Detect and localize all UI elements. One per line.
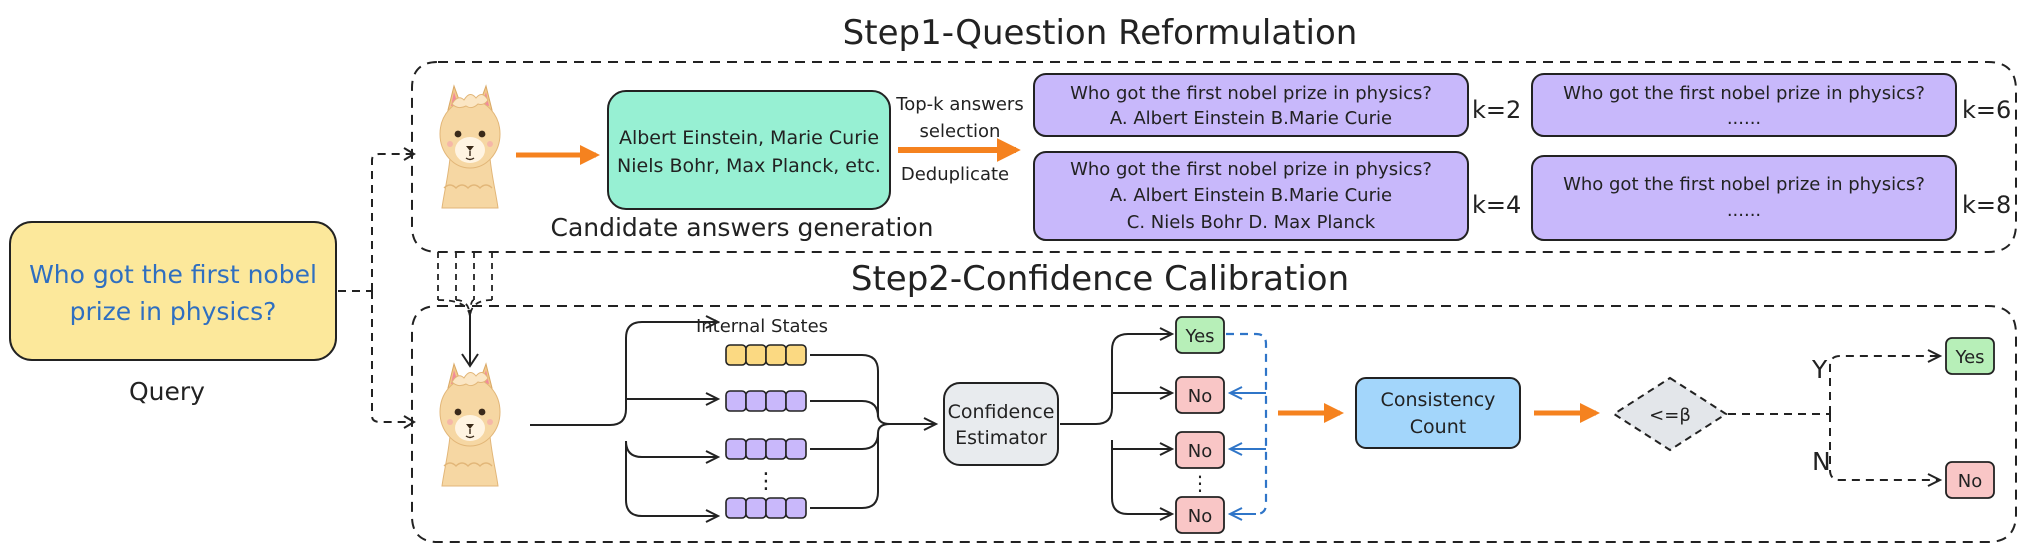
estimator-line2: Estimator xyxy=(955,427,1047,449)
internal-state-row xyxy=(725,390,807,412)
arrowhead xyxy=(403,147,416,161)
reformulation-connector xyxy=(437,252,493,319)
decision-diamond xyxy=(1612,376,1728,452)
reform-k2-line2: A. Albert Einstein B.Marie Curie xyxy=(1110,108,1392,129)
final-badge-no xyxy=(1945,461,1995,499)
answer-text: Yes xyxy=(1184,326,1214,347)
arrowhead xyxy=(1159,386,1175,400)
reform-k6-line1: Who got the first nobel prize in physics… xyxy=(1563,83,1925,104)
fanin-connector xyxy=(810,354,934,509)
arrowhead xyxy=(705,450,721,464)
step2-title: Step2-Confidence Calibration xyxy=(851,259,1349,299)
answer-badge-yes xyxy=(1175,316,1225,354)
answer-badge-no xyxy=(1175,376,1225,414)
dedup-label: Deduplicate xyxy=(901,164,1009,185)
arrowhead xyxy=(1159,507,1175,521)
arrowhead xyxy=(1159,442,1175,456)
llama-icon xyxy=(439,363,501,487)
internal-states-vdots: ⋮ xyxy=(755,469,777,494)
candidates-line1: Albert Einstein, Marie Curie xyxy=(619,127,879,149)
reform-k2-line1: Who got the first nobel prize in physics… xyxy=(1070,83,1432,104)
arrowhead xyxy=(1159,327,1175,341)
consistency-line2: Count xyxy=(1410,416,1466,438)
internal-states-label: Internal States xyxy=(696,316,828,337)
fanout-connector xyxy=(530,321,716,517)
arrowhead xyxy=(705,509,721,523)
consistency-count-box xyxy=(1355,377,1521,449)
arrowhead xyxy=(1927,473,1943,487)
candidates-line2: Niels Bohr, Max Planck, etc. xyxy=(617,155,881,177)
answer-text: No xyxy=(1188,441,1212,462)
reform-k4-line1: Who got the first nobel prize in physics… xyxy=(1070,159,1432,180)
internal-state-row xyxy=(725,438,807,460)
blue-arrow xyxy=(1227,386,1266,400)
blue-arrow xyxy=(1227,442,1266,456)
candidates-box xyxy=(607,90,891,210)
final-badge-yes xyxy=(1945,337,1995,375)
estimator-fanout xyxy=(1060,333,1170,515)
query-connector xyxy=(338,153,412,423)
arrowhead xyxy=(923,417,939,431)
reformulated-box-k6 xyxy=(1531,73,1957,137)
branch-y-label: Y xyxy=(1811,355,1828,384)
final-yes-text: Yes xyxy=(1954,347,1984,368)
reformulated-box-k2 xyxy=(1033,73,1469,137)
answer-text: No xyxy=(1188,506,1212,527)
blue-arrow xyxy=(1227,507,1256,521)
answer-badge-no xyxy=(1175,496,1225,534)
reform-k8-line1: Who got the first nobel prize in physics… xyxy=(1563,174,1925,195)
query-line2: prize in physics? xyxy=(70,297,277,326)
k4-label: k=4 xyxy=(1472,191,1521,219)
reform-k8-line2: ...... xyxy=(1727,200,1761,221)
answers-vdots: ⋮ xyxy=(1190,471,1210,495)
internal-state-row-yellow xyxy=(725,344,807,366)
final-no-text: No xyxy=(1958,471,1982,492)
consistency-dashed-line xyxy=(1226,332,1268,516)
arrowhead xyxy=(403,415,416,429)
arrowhead xyxy=(1927,349,1943,363)
query-label: Query xyxy=(129,377,205,406)
topk-label-1: Top-k answers xyxy=(895,94,1023,115)
k6-label: k=6 xyxy=(1962,96,2011,124)
internal-state-row xyxy=(725,497,807,519)
query-box xyxy=(9,221,337,361)
llama-down-arrow xyxy=(461,310,479,368)
candidates-label: Candidate answers generation xyxy=(551,213,934,242)
reformulated-box-k4 xyxy=(1033,151,1469,241)
reform-k4-line3: C. Niels Bohr D. Max Planck xyxy=(1127,212,1376,233)
reformulated-box-k8 xyxy=(1531,155,1957,241)
llama-icon xyxy=(439,85,501,209)
confidence-estimator-box xyxy=(943,382,1059,466)
k2-label: k=2 xyxy=(1472,96,1521,124)
k8-label: k=8 xyxy=(1962,191,2011,219)
answer-text: No xyxy=(1188,386,1212,407)
branch-n-label: N xyxy=(1812,447,1831,476)
decision-branches xyxy=(1728,355,1938,481)
estimator-line1: Confidence xyxy=(948,401,1055,423)
step1-panel xyxy=(411,61,2017,253)
step1-title: Step1-Question Reformulation xyxy=(843,13,1358,53)
arrowhead xyxy=(705,315,721,329)
topk-label-2: selection xyxy=(920,121,1001,142)
reform-k4-line2: A. Albert Einstein B.Marie Curie xyxy=(1110,185,1392,206)
arrowhead xyxy=(705,392,721,406)
consistency-line1: Consistency xyxy=(1381,389,1496,411)
decision-label: <=β xyxy=(1649,405,1691,426)
query-line1: Who got the first nobel xyxy=(29,260,317,289)
step2-panel xyxy=(411,305,2017,543)
reform-k6-line2: ...... xyxy=(1727,108,1761,129)
answer-badge-no xyxy=(1175,431,1225,469)
